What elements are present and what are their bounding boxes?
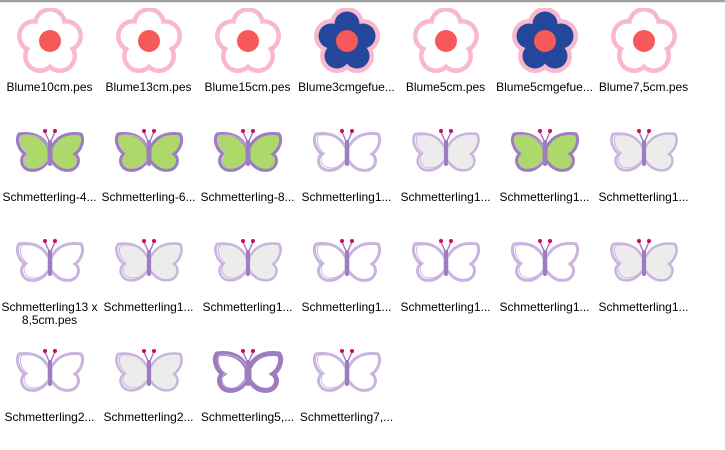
file-item[interactable]: Schmetterling1... — [99, 226, 198, 334]
file-item[interactable]: Schmetterling-6... — [99, 116, 198, 224]
file-name-label: Schmetterling1... — [400, 190, 491, 204]
file-item[interactable]: Schmetterling1... — [594, 226, 693, 334]
file-item[interactable]: Blume5cmgefue... — [495, 6, 594, 114]
file-item[interactable]: Blume10cm.pes — [0, 6, 99, 114]
flower-thumbnail-icon — [0, 6, 99, 76]
file-name-label: Schmetterling1... — [202, 300, 293, 314]
file-name-label: Schmetterling-8... — [200, 190, 295, 204]
file-item[interactable]: Schmetterling7,... — [297, 336, 396, 444]
file-name-label: Blume3cmgefue... — [298, 80, 395, 94]
file-name-label: Schmetterling-6... — [101, 190, 196, 204]
file-item[interactable]: Schmetterling-4... — [0, 116, 99, 224]
butterfly-thumbnail-icon — [198, 116, 297, 186]
butterfly-thumbnail-icon — [99, 336, 198, 406]
file-name-label: Blume10cm.pes — [6, 80, 93, 94]
butterfly-thumbnail-icon — [297, 336, 396, 406]
file-name-label: Schmetterling1... — [301, 300, 392, 314]
file-item[interactable]: Schmetterling1... — [594, 116, 693, 224]
file-name-label: Schmetterling1... — [103, 300, 194, 314]
butterfly-thumbnail-icon — [0, 226, 99, 296]
butterfly-thumbnail-icon — [0, 336, 99, 406]
file-name-label: Schmetterling13 x 8,5cm.pes — [1, 300, 98, 327]
file-item[interactable]: Schmetterling1... — [396, 226, 495, 334]
view-top-border — [0, 0, 725, 3]
flower-thumbnail-icon — [297, 6, 396, 76]
butterfly-thumbnail-icon — [396, 226, 495, 296]
file-item[interactable]: Schmetterling13 x 8,5cm.pes — [0, 226, 99, 334]
file-name-label: Schmetterling1... — [598, 190, 689, 204]
file-item[interactable]: Blume13cm.pes — [99, 6, 198, 114]
file-name-label: Schmetterling7,... — [299, 410, 394, 424]
file-item[interactable]: Schmetterling2... — [0, 336, 99, 444]
butterfly-thumbnail-icon — [396, 116, 495, 186]
file-item[interactable]: Schmetterling-8... — [198, 116, 297, 224]
file-item[interactable]: Schmetterling1... — [297, 226, 396, 334]
butterfly-thumbnail-icon — [297, 116, 396, 186]
file-name-label: Schmetterling-4... — [2, 190, 97, 204]
file-name-label: Blume7,5cm.pes — [598, 80, 689, 94]
flower-thumbnail-icon — [495, 6, 594, 76]
file-item[interactable]: Blume7,5cm.pes — [594, 6, 693, 114]
file-name-label: Schmetterling1... — [400, 300, 491, 314]
butterfly-thumbnail-icon — [495, 116, 594, 186]
butterfly-thumbnail-icon — [297, 226, 396, 296]
flower-thumbnail-icon — [99, 6, 198, 76]
butterfly-thumbnail-icon — [198, 226, 297, 296]
flower-thumbnail-icon — [594, 6, 693, 76]
file-name-label: Schmetterling2... — [4, 410, 95, 424]
file-name-label: Blume13cm.pes — [105, 80, 192, 94]
file-item[interactable]: Blume15cm.pes — [198, 6, 297, 114]
butterfly-thumbnail-icon — [198, 336, 297, 406]
butterfly-thumbnail-icon — [99, 226, 198, 296]
file-item[interactable]: Blume3cmgefue... — [297, 6, 396, 114]
file-name-label: Schmetterling1... — [598, 300, 689, 314]
file-name-label: Schmetterling1... — [499, 300, 590, 314]
file-name-label: Blume5cmgefue... — [496, 80, 593, 94]
file-name-label: Schmetterling5,... — [200, 410, 295, 424]
butterfly-thumbnail-icon — [495, 226, 594, 296]
file-item[interactable]: Schmetterling1... — [198, 226, 297, 334]
file-item[interactable]: Schmetterling1... — [495, 226, 594, 334]
butterfly-thumbnail-icon — [0, 116, 99, 186]
file-item[interactable]: Schmetterling5,... — [198, 336, 297, 444]
flower-thumbnail-icon — [396, 6, 495, 76]
file-name-label: Blume15cm.pes — [204, 80, 291, 94]
file-item[interactable]: Schmetterling2... — [99, 336, 198, 444]
file-name-label: Schmetterling2... — [103, 410, 194, 424]
flower-thumbnail-icon — [198, 6, 297, 76]
file-name-label: Schmetterling1... — [301, 190, 392, 204]
file-item[interactable]: Schmetterling1... — [495, 116, 594, 224]
butterfly-thumbnail-icon — [99, 116, 198, 186]
file-item[interactable]: Schmetterling1... — [396, 116, 495, 224]
butterfly-thumbnail-icon — [594, 116, 693, 186]
file-name-label: Blume5cm.pes — [405, 80, 486, 94]
file-name-label: Schmetterling1... — [499, 190, 590, 204]
file-item[interactable]: Schmetterling1... — [297, 116, 396, 224]
butterfly-thumbnail-icon — [594, 226, 693, 296]
file-item[interactable]: Blume5cm.pes — [396, 6, 495, 114]
